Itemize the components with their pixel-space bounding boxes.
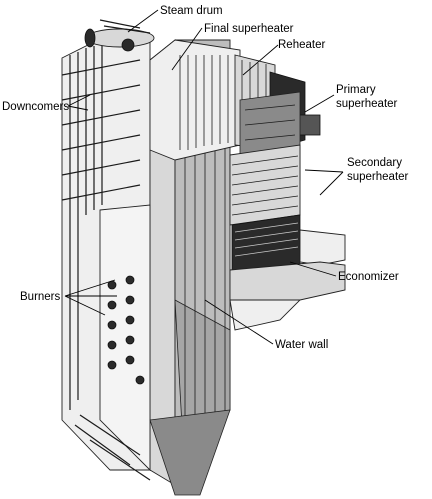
label-burners: Burners (20, 291, 61, 303)
secondary-superheater-bank (229, 144, 301, 226)
economizer-bank (231, 214, 346, 271)
label-primary-superheater-line1: Primary (336, 84, 376, 96)
labels: Steam drum Final superheater Reheater Pr… (2, 5, 409, 351)
steam-drum (84, 19, 155, 52)
label-economizer: Economizer (338, 271, 399, 283)
label-downcomers: Downcomers (2, 101, 69, 113)
burner-ports (107, 275, 145, 385)
final-superheater-bank (149, 39, 241, 161)
label-secondary-superheater-line2: superheater (347, 171, 409, 183)
label-steam-drum: Steam drum (160, 5, 223, 17)
label-water-wall: Water wall (275, 339, 328, 351)
label-secondary-superheater-line1: Secondary (347, 157, 402, 169)
leader-lines (64, 9, 344, 345)
boiler-illustration (61, 19, 346, 496)
label-reheater: Reheater (278, 39, 325, 51)
label-final-superheater: Final superheater (204, 23, 294, 35)
label-primary-superheater-line2: superheater (336, 98, 398, 110)
